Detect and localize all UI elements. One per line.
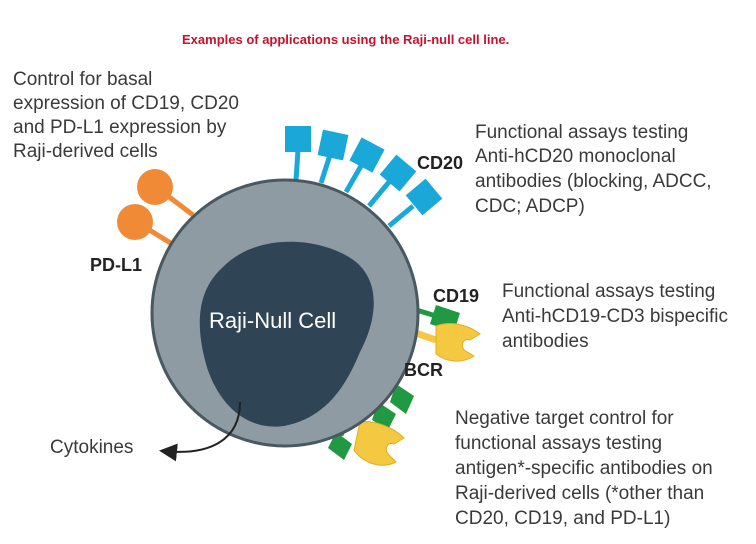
negative-control-line-4: Raji-derived cells (*other than [455,483,705,504]
basal-control-line-1: Control for basal [13,69,153,90]
cd20-label: CD20 [417,153,464,173]
cd19-receptor [390,384,414,414]
cytokines-label: Cytokines [50,437,134,458]
negative-control-line-5: CD20, CD19, and PD-L1) [455,508,671,529]
cell-nucleus [199,241,374,427]
bcr-label: BCR [404,360,443,380]
negative-control-line-3: antigen*-specific antibodies on [455,458,713,479]
pdl1-receptor [117,204,153,240]
cd20-assays-line-3: antibodies (blocking, ADCC, [475,171,712,192]
basal-control-line-3: and PD-L1 expression by [13,117,227,138]
pdl1-receptors [117,169,195,250]
cd20-receptor [285,126,311,152]
cd20-receptors [285,126,443,228]
cd20-receptor [379,154,417,192]
cd20-receptor [349,137,385,173]
negative-control-line-2: functional assays testing [455,433,663,454]
cd19-receptor [328,432,352,460]
figure-title: Examples of applications using the Raji-… [182,32,510,47]
cd20-assays-line-4: CDC; ADCP) [475,196,585,217]
cd19-assays-line-3: antibodies [502,331,589,352]
cd20-assays-line-2: Anti-hCD20 monoclonal [475,146,676,167]
basal-control-line-2: expression of CD19, CD20 [13,93,239,114]
cd19-assays-line-2: Anti-hCD19-CD3 bispecific [502,306,728,327]
bcr-receptor [435,323,481,362]
cytokine-secretion-arrow [159,401,241,462]
cd19-assays-line-1: Functional assays testing [502,281,716,302]
cd20-assays-line-1: Functional assays testing [475,122,689,143]
cd20-receptor [317,129,349,161]
cd20-receptor [405,178,443,216]
negative-control-line-1: Negative target control for [455,408,674,429]
pdl1-receptor [137,169,173,205]
pdl1-label: PD-L1 [90,255,143,275]
cell-label: Raji-Null Cell [209,308,337,333]
cd19-label: CD19 [433,286,480,306]
basal-control-line-4: Raji-derived cells [13,141,158,162]
bcr-receptor [353,421,405,466]
